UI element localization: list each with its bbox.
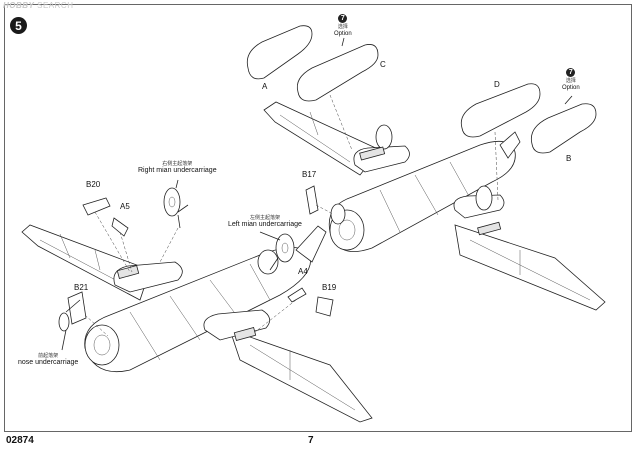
parts-lower-left	[58, 187, 334, 337]
option-right-cn: 选择	[565, 78, 576, 84]
label-left-main-undercarriage: 左侧主起落架 Left mian undercarriage	[228, 214, 302, 228]
fuselage-upper-aircraft	[328, 140, 516, 252]
label-right-main-en: Right mian undercarriage	[138, 167, 217, 174]
part-label-b17: B17	[302, 170, 317, 179]
option-note-top: 7 选择 Option	[334, 14, 352, 38]
part-label-a5: A5	[120, 202, 130, 211]
right-wing-lower-aircraft	[229, 329, 373, 423]
part-a4	[287, 287, 307, 303]
product-code: 02874	[6, 435, 34, 446]
label-nose-en: nose undercarriage	[18, 359, 79, 366]
option-right-en: Option	[562, 85, 580, 91]
page-number: 7	[308, 435, 314, 446]
option-top-en: Option	[334, 31, 352, 37]
step-number-badge: 5	[10, 17, 27, 34]
drop-tank-d	[460, 83, 541, 138]
nose-cone-lower	[84, 324, 120, 366]
label-nose-cn: 前起落架	[38, 353, 59, 359]
tail-lower	[295, 225, 327, 263]
part-label-a4: A4	[298, 267, 308, 276]
nose-gear-b21	[58, 291, 87, 332]
option-tool-icon: 7	[566, 68, 576, 77]
part-label-c: C	[380, 60, 386, 69]
drop-tank-b	[530, 103, 597, 154]
part-label-b20: B20	[86, 180, 101, 189]
option-tool-icon: 7	[338, 14, 348, 23]
part-label-b21: B21	[74, 283, 89, 292]
option-top-cn: 选择	[337, 24, 348, 30]
watermark-text: SEARCH	[37, 1, 74, 10]
drop-tank-c	[296, 44, 379, 102]
label-left-main-en: Left mian undercarriage	[228, 221, 302, 228]
drop-tank-a	[246, 25, 313, 80]
part-label-b19: B19	[322, 283, 337, 292]
aircraft-upper-right	[263, 101, 606, 311]
page-border	[4, 4, 632, 432]
part-b17-door	[305, 185, 319, 215]
label-right-main-undercarriage: 右侧主起落架 Right mian undercarriage	[138, 160, 217, 174]
tail-upper	[499, 131, 521, 159]
part-label-a: A	[262, 82, 268, 91]
right-wing-upper-aircraft	[454, 224, 606, 311]
right-main-wheel	[163, 187, 189, 229]
part-label-d: D	[494, 80, 500, 89]
watermark-logo: HOBBY	[3, 1, 35, 10]
part-b20-door	[82, 197, 111, 216]
watermark: HOBBY SEARCH	[3, 1, 73, 10]
option-note-right: 7 选择 Option	[562, 68, 580, 92]
left-main-wheel	[269, 233, 295, 271]
part-b19-door	[315, 296, 334, 317]
part-a5-strut	[111, 217, 129, 237]
part-label-b: B	[566, 154, 572, 163]
aircraft-lower-left	[21, 224, 373, 423]
nacelle-right-lower	[203, 309, 271, 341]
label-left-main-cn: 左侧主起落架	[249, 215, 280, 221]
label-right-main-cn: 右侧主起落架	[162, 161, 193, 167]
label-nose-undercarriage: 前起落架 nose undercarriage	[18, 352, 78, 366]
parts-upper-right	[246, 25, 597, 215]
